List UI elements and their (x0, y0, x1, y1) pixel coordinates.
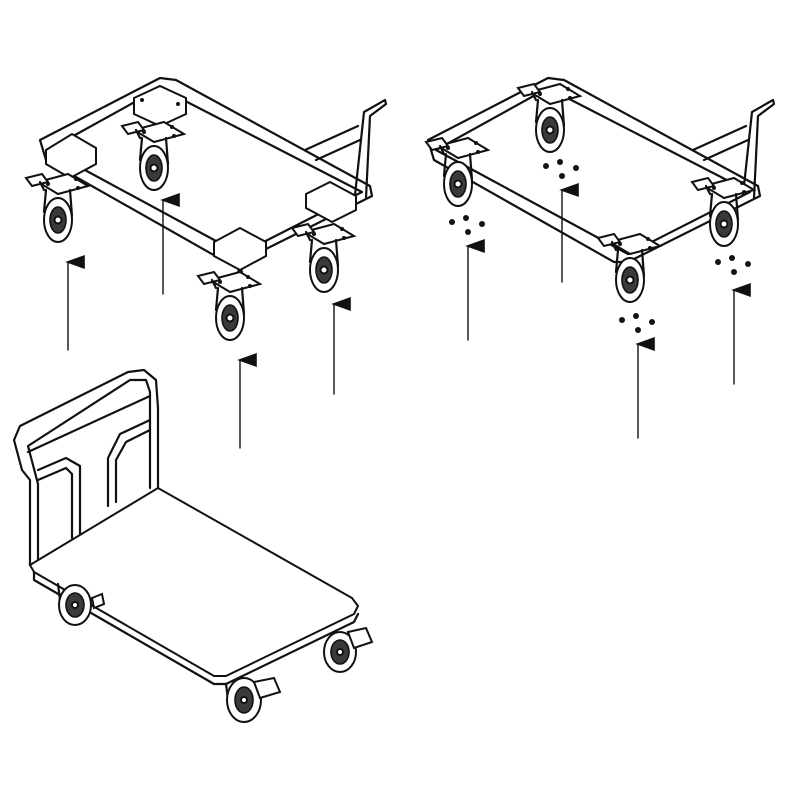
screw-icon (619, 313, 655, 333)
screw-icon (449, 215, 485, 235)
caster-icon (690, 176, 756, 248)
caster-icon (56, 582, 106, 626)
caster-icon (290, 222, 356, 294)
step-1-panel (24, 76, 388, 449)
screw-icon (543, 159, 579, 179)
screw-icon (715, 255, 751, 275)
caster-icon (596, 232, 662, 304)
result-panel (12, 368, 374, 723)
step-2-panel (424, 76, 776, 439)
caster-icon (196, 270, 262, 342)
caster-icon (516, 82, 582, 154)
caster-icon (323, 626, 374, 673)
step-1-frame (38, 76, 388, 275)
caster-icon (24, 172, 90, 244)
caster-icon (120, 120, 186, 192)
trolley-handle (12, 368, 160, 567)
caster-icon (224, 676, 282, 723)
